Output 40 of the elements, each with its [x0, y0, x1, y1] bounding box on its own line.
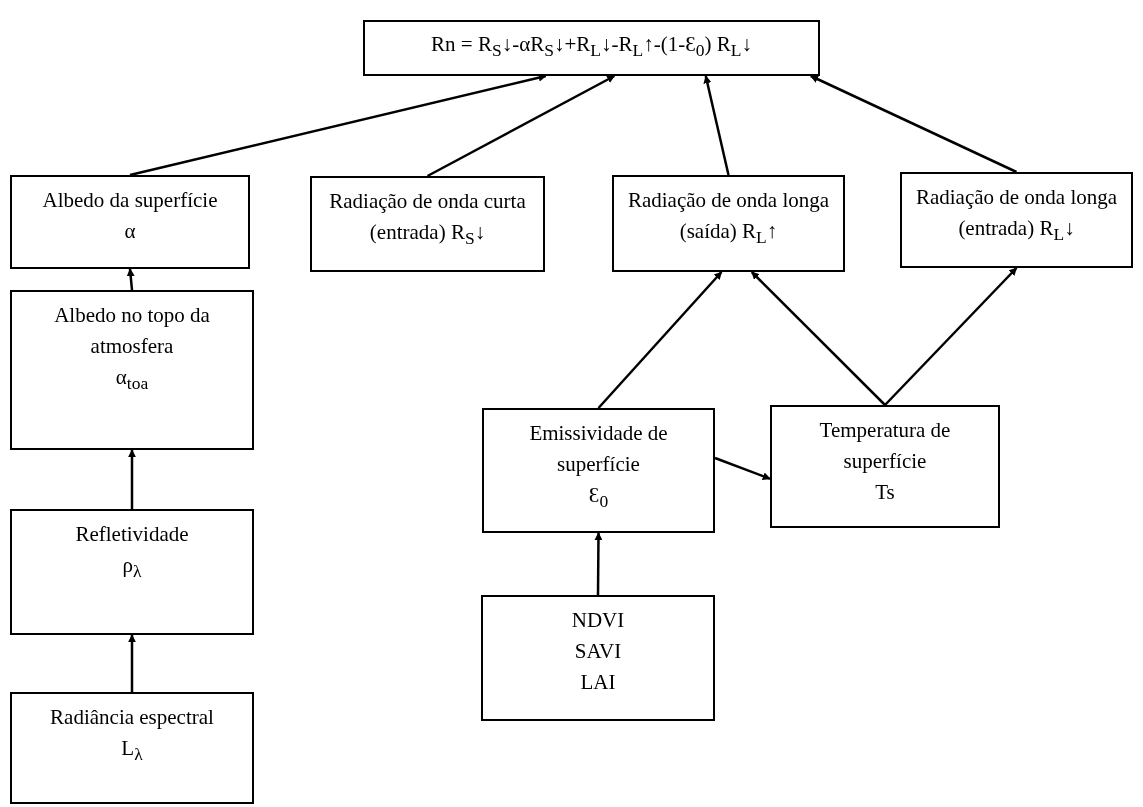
process-box	[10, 290, 254, 450]
process-box	[770, 405, 1000, 528]
arrow	[597, 271, 723, 409]
node-label: LAI	[579, 669, 617, 696]
arrow	[750, 271, 886, 406]
node-label: L$_{λ}$	[120, 735, 144, 767]
node-label: ρ$_{λ}$	[121, 552, 143, 584]
node-label: α$_{toa}$	[114, 364, 150, 396]
node-label: Radiação de onda curta (entrada) R$_{S}$↓	[328, 188, 527, 251]
node-label: SAVI	[573, 638, 623, 665]
node-label: Temperatura de superfície	[818, 417, 952, 475]
node-label: Albedo da superfície	[41, 187, 219, 214]
process-box	[310, 176, 545, 272]
process-box	[900, 172, 1133, 268]
arrow	[810, 74, 1018, 174]
node-label: NDVI	[570, 607, 626, 634]
arrow	[426, 74, 616, 178]
arrow	[126, 268, 135, 291]
node-label: Emissividade de superfície	[528, 420, 669, 478]
formula-box	[363, 20, 820, 76]
node-label: Refletividade	[74, 521, 190, 548]
process-box	[482, 408, 715, 533]
arrow	[128, 634, 136, 692]
arrow	[594, 532, 603, 595]
process-box	[10, 509, 254, 635]
arrow	[703, 75, 730, 176]
node-label: Radiação de onda longa (entrada) R$_{L}$↓	[914, 184, 1119, 247]
node-label: Ɛ$_{0}$	[587, 482, 610, 514]
process-box	[612, 175, 845, 272]
arrow	[128, 449, 136, 509]
arrow	[714, 456, 771, 480]
equation-text: Rn = R$_{S}$↓-αR$_{S}$↓+R$_{L}$↓-R$_{L}$↑-(1-Ɛ$_{0}$) R$_{L}$↓	[430, 31, 753, 63]
node-label: α	[123, 218, 137, 245]
process-box	[481, 595, 715, 721]
arrow	[884, 267, 1018, 406]
node-label: Radiância espectral	[49, 704, 215, 731]
process-box	[10, 692, 254, 804]
node-label: Radiação de onda longa (saída) R$_{L}$↑	[626, 187, 831, 250]
process-box	[10, 175, 250, 269]
node-label: Ts	[874, 479, 896, 506]
